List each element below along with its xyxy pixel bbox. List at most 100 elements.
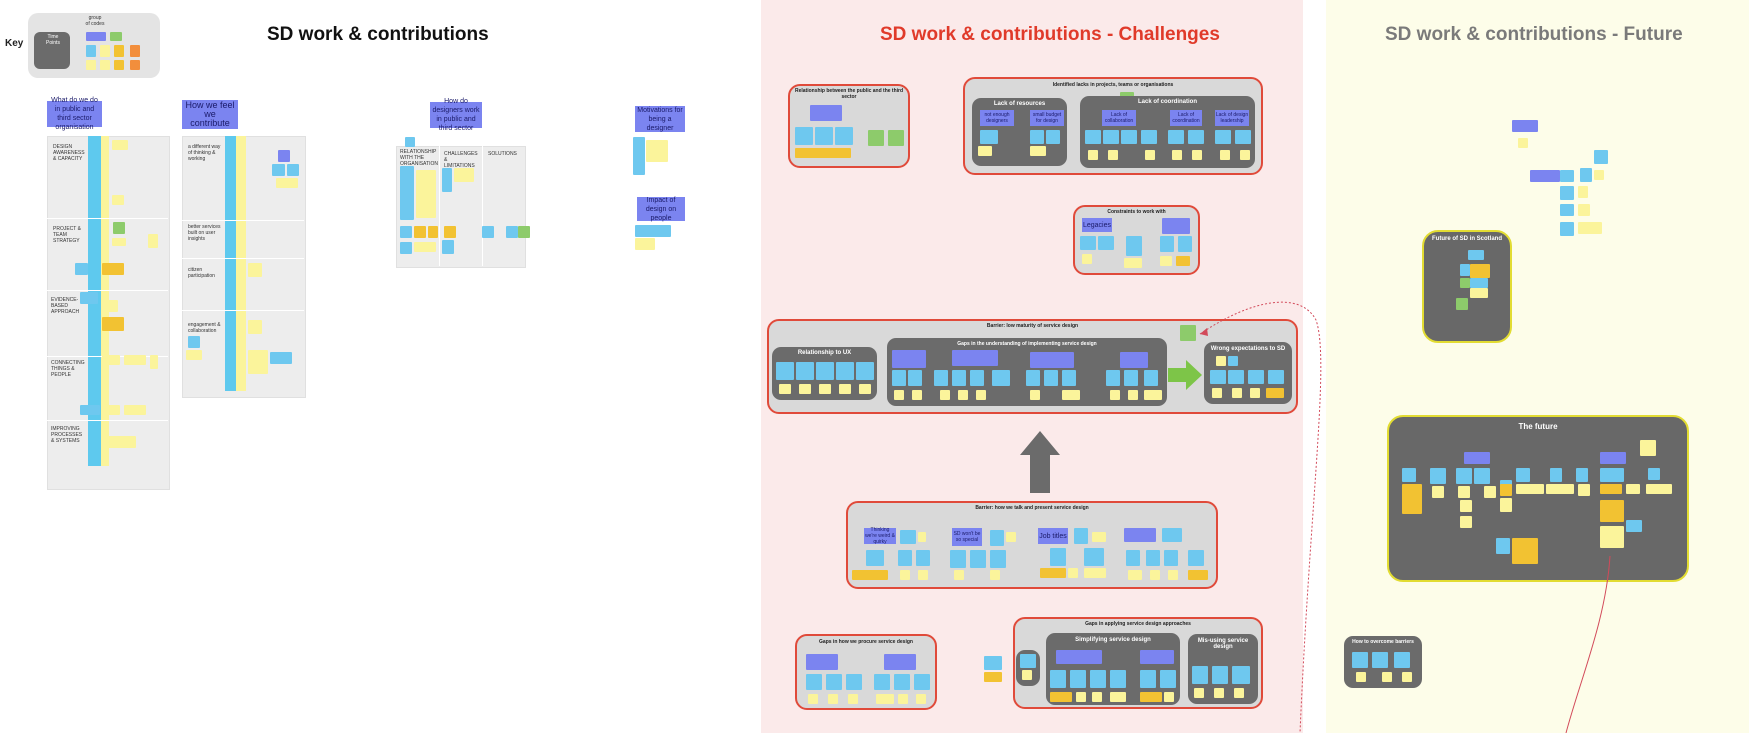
sticky-note — [1188, 130, 1204, 144]
sticky-note — [1626, 520, 1642, 532]
sticky-note — [874, 674, 890, 690]
sticky-note — [1194, 688, 1204, 698]
sticky-note — [1235, 130, 1251, 144]
sticky-note — [1232, 388, 1242, 398]
sticky-note — [400, 226, 412, 238]
sticky-note — [405, 137, 415, 147]
sticky-note — [1092, 692, 1102, 702]
sticky-note — [102, 405, 120, 415]
divider — [47, 420, 168, 421]
sticky-note — [958, 390, 968, 400]
sticky-note — [914, 674, 930, 690]
sticky-note — [835, 127, 853, 145]
sticky-note — [1168, 570, 1178, 580]
sticky-note — [1188, 550, 1204, 566]
sticky-note — [646, 140, 668, 162]
key-group-sample — [34, 32, 70, 69]
sticky-note — [1128, 390, 1138, 400]
cluster-title: Gaps in applying service design approach… — [1085, 621, 1191, 627]
sticky-note — [776, 362, 794, 380]
sticky-note — [836, 362, 854, 380]
sticky-note — [80, 292, 98, 304]
sticky-note — [1076, 692, 1086, 702]
group-note: SD won't be so special — [952, 528, 982, 546]
sticky-note — [984, 672, 1002, 682]
key-purple-note — [86, 32, 106, 41]
sticky-note — [633, 137, 645, 175]
sticky-note — [400, 166, 414, 220]
sticky-note — [1402, 672, 1412, 682]
sticky-note — [852, 570, 888, 580]
sticky-note — [980, 130, 998, 144]
sticky-note — [1124, 370, 1138, 386]
sticky-note — [859, 384, 871, 394]
sticky-note — [992, 370, 1010, 386]
sticky-note — [1120, 352, 1148, 368]
sticky-note — [1640, 440, 1656, 456]
cluster-gaps-procure — [795, 634, 937, 710]
sticky-note — [1020, 654, 1036, 668]
sticky-note — [150, 355, 158, 369]
sticky-note — [799, 384, 811, 394]
sticky-note — [1560, 170, 1574, 182]
sticky-note — [1140, 670, 1156, 688]
cluster-title: Barrier: how we talk and present service… — [975, 505, 1089, 511]
sticky-note — [894, 390, 904, 400]
sticky-note — [1162, 528, 1182, 542]
sticky-note — [808, 694, 818, 704]
sticky-note — [1600, 452, 1626, 464]
divider — [47, 218, 168, 219]
sticky-note — [892, 350, 926, 368]
sticky-note — [1056, 650, 1102, 664]
sticky-note — [1084, 548, 1104, 566]
designer-column-label: SOLUTIONS — [488, 151, 517, 157]
sticky-note — [1648, 468, 1660, 480]
sticky-note — [102, 436, 136, 448]
sticky-note — [1456, 468, 1472, 484]
sticky-note — [1126, 550, 1140, 566]
sticky-note — [916, 694, 926, 704]
sticky-note — [868, 130, 884, 146]
sticky-note — [442, 168, 452, 192]
sticky-note — [1124, 528, 1156, 542]
sticky-note — [1212, 666, 1228, 684]
divider — [182, 310, 304, 311]
sticky-note — [400, 242, 412, 254]
sticky-note — [1046, 130, 1060, 144]
sticky-note — [1108, 150, 1118, 160]
designer-column-label: CHALLENGES & LIMITATIONS — [444, 151, 478, 169]
key-orange-note — [130, 45, 140, 57]
key-note — [86, 60, 96, 70]
sticky-note — [1168, 130, 1184, 144]
sticky-note — [978, 146, 992, 156]
sticky-note — [1030, 130, 1044, 144]
sticky-note — [1121, 130, 1137, 144]
sticky-note — [1578, 222, 1602, 234]
sticky-note — [1068, 568, 1078, 578]
key-blue-note — [86, 45, 96, 57]
sticky-note — [1144, 390, 1162, 400]
sticky-note — [635, 225, 671, 237]
group-note: Thinking we're weird & quirky — [864, 527, 896, 545]
sticky-note — [1030, 352, 1074, 368]
sticky-note — [1372, 652, 1388, 668]
sticky-note — [1110, 692, 1126, 702]
sticky-note — [1496, 538, 1510, 554]
sticky-note — [1268, 370, 1284, 384]
sticky-note — [912, 390, 922, 400]
sticky-note — [1382, 672, 1392, 682]
divider — [182, 258, 304, 259]
key-group-caption: group of codes — [85, 15, 105, 27]
sticky-note — [1248, 370, 1264, 384]
sticky-note — [898, 550, 912, 566]
section-label: a different way of thinking & working — [188, 144, 221, 162]
sticky-note — [796, 362, 814, 380]
sticky-note — [1192, 666, 1208, 684]
sticky-note — [1578, 186, 1588, 198]
group-note: Job titles — [1038, 528, 1068, 544]
key-dark-yellow-note — [114, 45, 124, 57]
sticky-note — [950, 550, 966, 568]
sticky-note — [442, 240, 454, 254]
sticky-note — [1084, 568, 1106, 578]
sticky-note — [1145, 150, 1155, 160]
